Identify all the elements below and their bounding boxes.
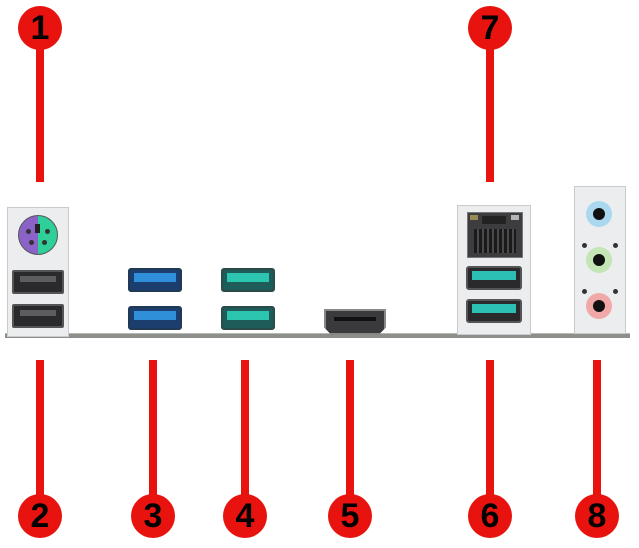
usb-teal-port-bottom [221,306,275,330]
usb3-blue-stack [128,268,182,334]
callout-5: 5 [328,494,372,538]
audio-panel [574,186,626,334]
ps2-usb2-panel [7,207,69,337]
audio-mic-jack [586,293,612,319]
usb-teal-lan-port-bottom [466,299,522,323]
callout-line-4 [241,360,249,500]
callout-line-1 [36,40,44,182]
callout-2: 2 [18,494,62,538]
hdmi-port [324,309,386,335]
usb2-port-bottom [12,304,64,328]
ethernet-port-icon [467,212,523,258]
usb-teal-stack [221,268,275,334]
callout-7: 7 [468,6,512,50]
usb-teal-lan-port-top [466,266,522,290]
callout-line-8 [593,360,601,500]
callout-line-3 [149,360,157,500]
ps2-port-icon [18,215,58,255]
usb2-port-top [12,270,64,294]
usb3-blue-port-bottom [128,306,182,330]
audio-line-in-jack [586,201,612,227]
io-shield-edge [5,333,630,338]
callout-6: 6 [468,494,512,538]
callout-line-2 [36,360,44,500]
audio-line-out-jack [586,247,612,273]
lan-usb-panel [457,205,531,335]
callout-line-6 [486,360,494,500]
callout-4: 4 [223,494,267,538]
callout-8: 8 [575,494,619,538]
callout-line-5 [346,360,354,500]
callout-1: 1 [18,6,62,50]
callout-line-7 [486,40,494,182]
callout-3: 3 [131,494,175,538]
usb3-blue-port-top [128,268,182,292]
usb-teal-port-top [221,268,275,292]
